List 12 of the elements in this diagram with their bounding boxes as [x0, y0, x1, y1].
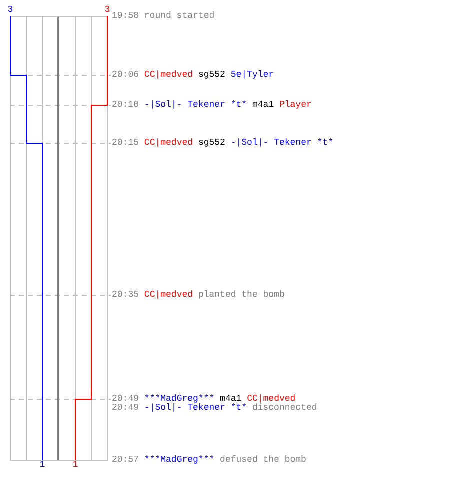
event-log-line: 20:06 CC|medved sg552 5e|Tyler	[112, 70, 274, 80]
event-log-line: 20:49 ***MadGreg*** m4a1 CC|medved	[112, 394, 296, 404]
player-count: 1	[72, 460, 78, 470]
event-log-line: 20:57 ***MadGreg*** defused the bomb	[112, 455, 306, 465]
event-log-line: 20:10 -|Sol|- Tekener *t* m4a1 Player	[112, 100, 312, 110]
event-log-line: 20:35 CC|medved planted the bomb	[112, 290, 285, 300]
player-count: 3	[8, 5, 14, 15]
event-log-line: 20:49 -|Sol|- Tekener *t* disconnected	[112, 403, 318, 413]
player-count: 1	[40, 460, 46, 470]
event-log-line: 20:15 CC|medved sg552 -|Sol|- Tekener *t*	[112, 138, 334, 148]
event-log-line: 19:58 round started	[112, 11, 215, 21]
player-count: 3	[104, 5, 110, 15]
